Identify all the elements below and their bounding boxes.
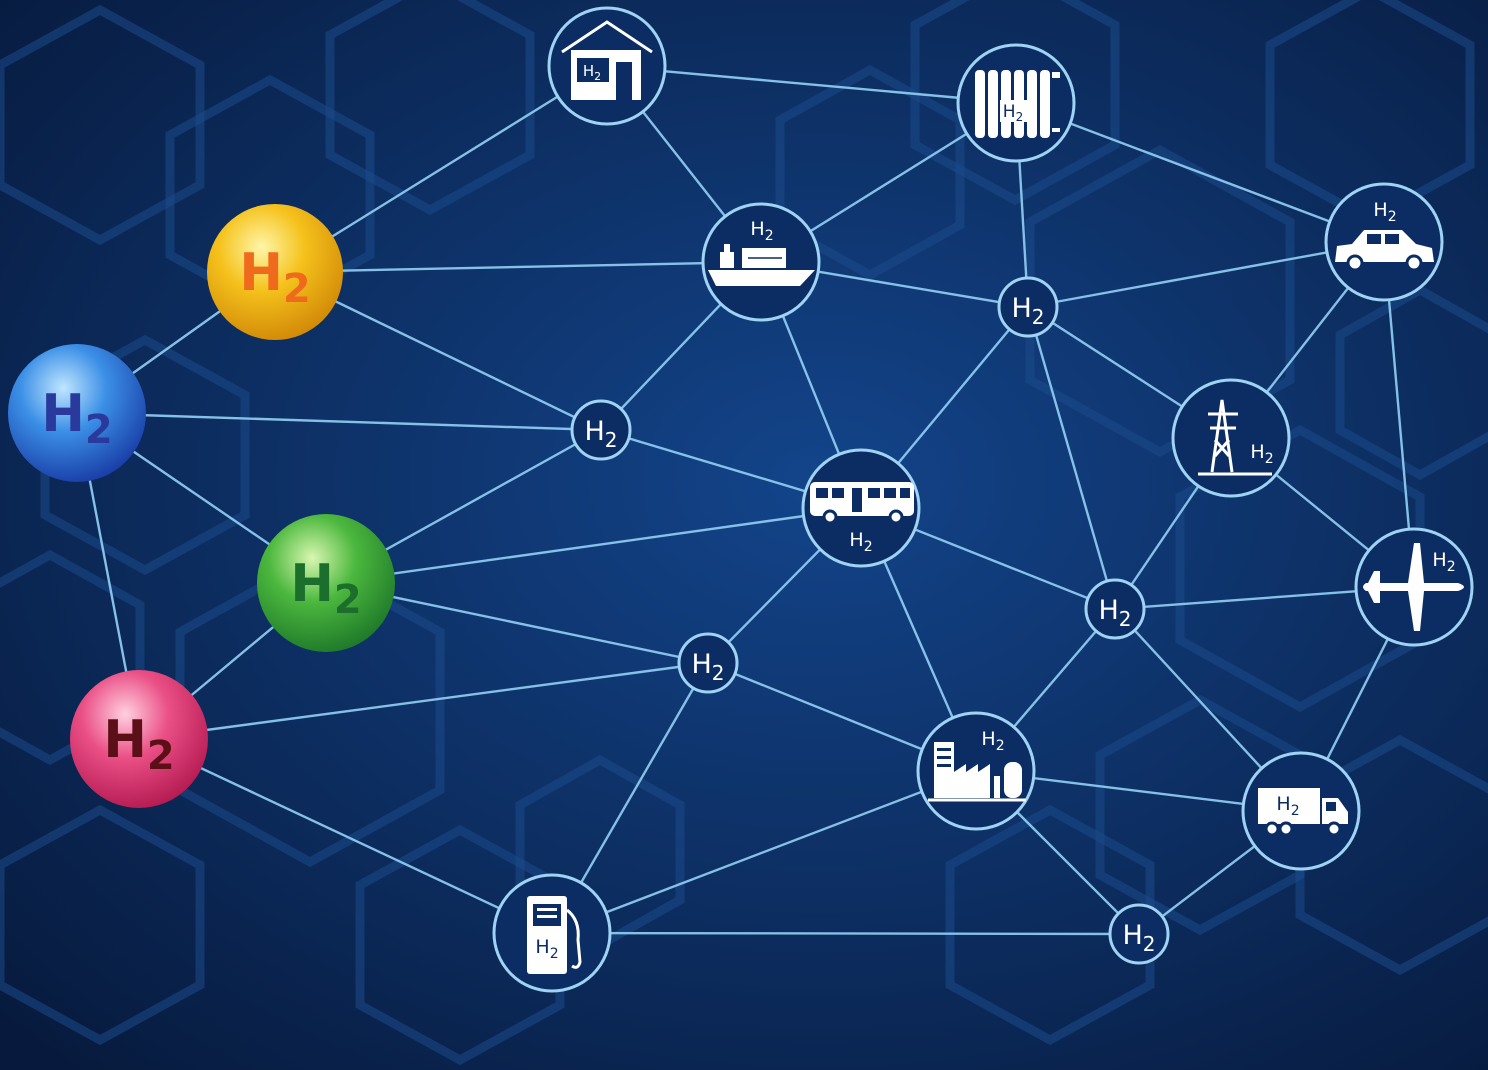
svg-text:H2: H2 — [981, 728, 1004, 754]
truck-node: H2 — [1241, 751, 1361, 871]
ball-pink: H2 — [70, 670, 208, 808]
svg-text:H2: H2 — [1011, 293, 1044, 329]
ball-blue: H2 — [8, 344, 146, 482]
factory-node: H2 — [916, 711, 1036, 831]
svg-text:H2: H2 — [750, 218, 773, 244]
airplane-icon: H2 — [1363, 543, 1464, 631]
svg-text:H2: H2 — [691, 649, 724, 685]
svg-text:H2: H2 — [290, 554, 361, 623]
hub-3: H2 — [677, 632, 739, 694]
svg-text:H2: H2 — [1003, 102, 1023, 124]
svg-text:H2: H2 — [41, 384, 112, 453]
hub-2: H2 — [997, 276, 1059, 338]
car-icon: H2 — [1335, 199, 1434, 272]
factory-icon: H2 — [928, 728, 1026, 802]
hub-5: H2 — [1108, 903, 1170, 965]
connection-line — [1015, 101, 1385, 244]
connection-line — [138, 737, 553, 935]
bus-icon: H2 — [810, 482, 914, 555]
connection-line — [325, 506, 862, 585]
ball-green: H2 — [257, 514, 395, 652]
fuel-pump-icon: H2 — [527, 896, 582, 974]
ball-blue-label: H — [41, 384, 85, 444]
airplane-node: H2 — [1354, 527, 1474, 647]
cargo-ship-icon: H2 — [708, 218, 815, 286]
house-icon: H2 — [561, 20, 653, 100]
ball-green-label: H — [290, 554, 334, 614]
svg-text:H2: H2 — [583, 62, 601, 83]
svg-text:H2: H2 — [1122, 920, 1155, 956]
connection-line — [551, 769, 977, 935]
svg-text:H2: H2 — [849, 529, 872, 555]
hub-4: H2 — [1084, 578, 1146, 640]
radiator-icon: H2 — [975, 70, 1060, 138]
radiator-node: H2 — [956, 43, 1076, 163]
svg-text:H2: H2 — [1276, 793, 1299, 819]
ball-yellow-label: H — [239, 243, 283, 303]
svg-text:H2: H2 — [1432, 549, 1455, 575]
cargo-ship-node: H2 — [701, 202, 821, 322]
car-node: H2 — [1324, 182, 1444, 302]
house-node: H2 — [547, 6, 667, 126]
connection-line — [274, 260, 762, 274]
svg-text:H2: H2 — [535, 936, 558, 962]
svg-text:H2: H2 — [1373, 199, 1396, 225]
hub-1: H2 — [570, 399, 632, 461]
svg-text:H2: H2 — [1250, 441, 1273, 467]
svg-text:H2: H2 — [584, 416, 617, 452]
connection-line — [76, 411, 602, 432]
fuel-pump-node: H2 — [492, 873, 612, 993]
connection-line — [138, 661, 709, 741]
connection-line — [1026, 306, 1117, 610]
connection-line — [606, 64, 1017, 105]
bus-node: H2 — [801, 448, 921, 568]
ball-yellow: H2 — [207, 204, 343, 340]
power-pylon-node: H2 — [1171, 378, 1291, 498]
svg-text:H2: H2 — [103, 710, 174, 779]
ball-pink-label: H — [103, 710, 147, 770]
connection-line — [551, 931, 1140, 936]
truck-icon: H2 — [1258, 788, 1348, 837]
power-pylon-icon: H2 — [1198, 399, 1274, 476]
connection-line — [1027, 240, 1385, 309]
svg-text:H2: H2 — [1098, 595, 1131, 631]
svg-text:H2: H2 — [239, 243, 310, 312]
